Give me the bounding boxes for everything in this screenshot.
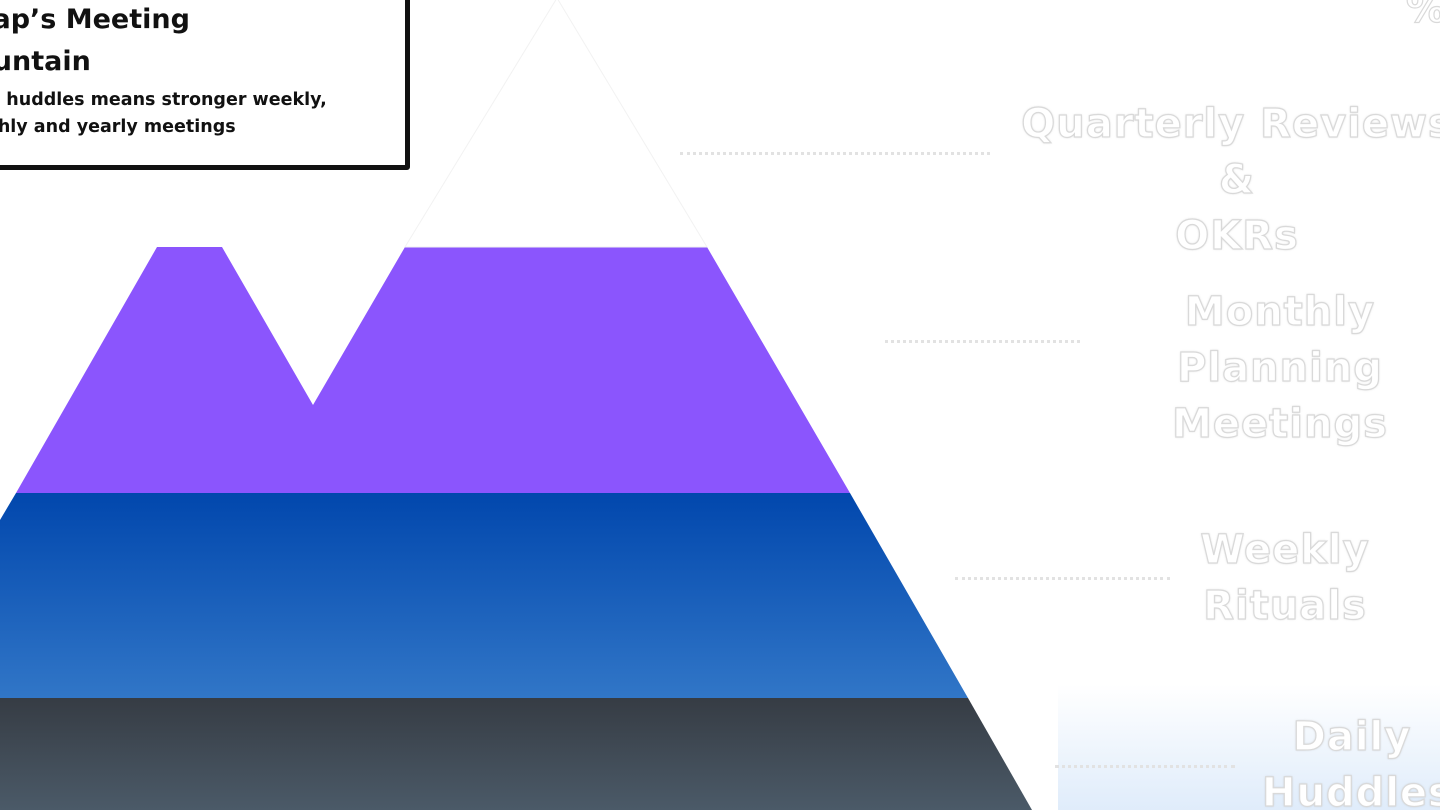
- daily-huddles-band: [0, 698, 1032, 810]
- level-label-quarterly: Quarterly Reviews & OKRs: [1021, 100, 1440, 259]
- side-fade-decoration: [1058, 600, 1440, 810]
- main-peak-snowcap: [404, 0, 708, 248]
- leader-line-monthly: [885, 340, 1080, 343]
- leader-line-quarterly: [680, 152, 990, 155]
- page-subtitle: aily huddles means stronger weekly, onth…: [0, 90, 327, 137]
- page-title: laap’s Meeting lountain: [0, 4, 190, 77]
- title-card: laap’s Meeting lountain aily huddles mea…: [0, 0, 410, 170]
- monthly-planning-band: [16, 247, 850, 493]
- weekly-rituals-band: [0, 493, 968, 698]
- level-label-daily: Daily Huddles: [1261, 713, 1440, 810]
- corner-decoration: %: [1405, 0, 1440, 33]
- level-label-weekly: Weekly Rituals: [1200, 526, 1370, 629]
- leader-line-weekly: [955, 577, 1170, 580]
- leader-line-daily: [1055, 765, 1235, 768]
- level-label-monthly: Monthly Planning Meetings: [1171, 288, 1388, 447]
- small-peak-snowcap: [157, 192, 222, 247]
